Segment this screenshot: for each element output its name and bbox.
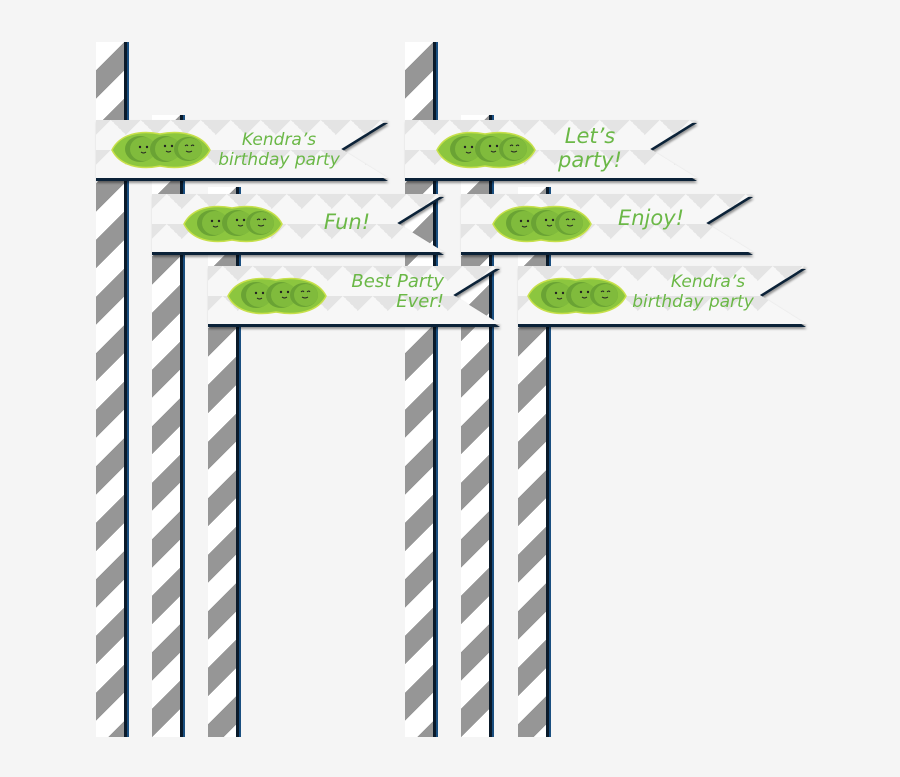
pea-pod-icon xyxy=(226,274,328,316)
pea-pod-icon xyxy=(182,202,284,244)
chevron-flag-background xyxy=(208,266,500,324)
flag-text-line2: Ever! xyxy=(396,291,444,312)
flag-lets-party: Let’s party! xyxy=(405,120,697,178)
flag-text: Kendra’s birthday party xyxy=(214,130,344,170)
flag-text-line1: Enjoy! xyxy=(617,206,685,230)
flag-text: Enjoy! xyxy=(606,206,696,230)
flag-text-line1: Kendra’s xyxy=(241,130,317,150)
flag-text: Let’s party! xyxy=(545,124,635,172)
flag-enjoy: Enjoy! xyxy=(461,194,753,252)
flag-best-party-ever: Best Party Ever! xyxy=(208,266,500,324)
flag-text: Kendra’s birthday party xyxy=(626,272,760,312)
flag-text-line1: Let’s xyxy=(564,124,616,148)
pea-pod-icon xyxy=(110,128,212,170)
pea-pod-icon xyxy=(435,128,537,170)
flag-text-line1: Kendra’s xyxy=(670,272,746,292)
pea-pod-icon xyxy=(526,274,628,316)
flag-kendras-birthday-party-2: Kendra’s birthday party xyxy=(518,266,806,324)
flag-text: Best Party Ever! xyxy=(326,272,444,312)
flag-fun: Fun! xyxy=(152,194,444,252)
flag-text: Fun! xyxy=(312,210,382,234)
flag-kendras-birthday-party-1: Kendra’s birthday party xyxy=(96,120,388,178)
flag-text-line1: Best Party xyxy=(351,271,444,292)
chevron-flag-background xyxy=(518,266,806,324)
flag-text-line2: birthday party xyxy=(632,292,754,312)
flag-text-line2: party! xyxy=(558,148,622,172)
flag-text-line1: Fun! xyxy=(323,210,371,234)
flag-text-line2: birthday party xyxy=(218,150,340,170)
pea-pod-icon xyxy=(491,202,593,244)
